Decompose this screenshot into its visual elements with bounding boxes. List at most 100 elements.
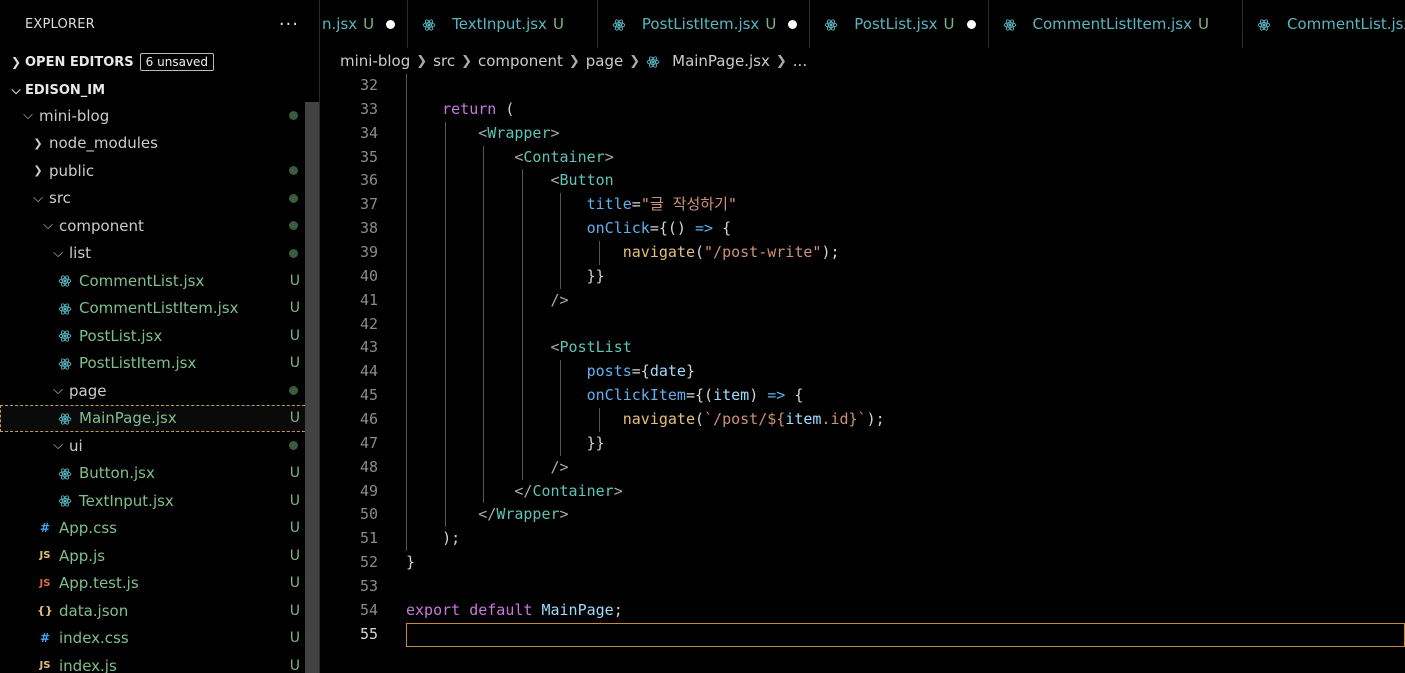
- tree-item-label: PostList.jsx: [79, 326, 163, 345]
- tree-item-label: TextInput.jsx: [79, 491, 174, 510]
- workspace-section[interactable]: ⌵ EDISON_IM: [0, 76, 319, 104]
- code-line[interactable]: return (: [406, 97, 1405, 122]
- code-line[interactable]: <Button: [406, 169, 1405, 194]
- line-number: 50: [359, 505, 378, 524]
- code-line[interactable]: <Container>: [406, 145, 1405, 170]
- code-line[interactable]: posts={date}: [406, 360, 1405, 385]
- chevron-down-icon: ⌵: [53, 438, 63, 454]
- explorer-header: EXPLORER ···: [0, 0, 319, 48]
- more-actions-icon[interactable]: ···: [278, 13, 299, 35]
- react-file-icon: [56, 329, 74, 344]
- line-number: 33: [359, 99, 378, 118]
- indent-guide: [521, 241, 523, 265]
- tree-item-label: Button.jsx: [79, 464, 155, 483]
- untracked-badge: U: [289, 602, 300, 619]
- tree-item-label: App.css: [59, 519, 117, 538]
- indent-guide: [406, 312, 407, 337]
- indent-guide: [521, 288, 523, 313]
- indent-guide: [444, 384, 446, 409]
- code-line[interactable]: [406, 575, 1405, 599]
- indent-guide: [560, 384, 561, 409]
- indent-guide: [406, 408, 407, 432]
- indent-guide: [444, 479, 446, 504]
- breadcrumb-item[interactable]: page: [585, 52, 624, 70]
- indent-guide: [406, 479, 407, 504]
- open-editors-section[interactable]: ❯ OPEN EDITORS 6 unsaved: [0, 48, 319, 76]
- code-line[interactable]: </Container>: [406, 479, 1405, 504]
- tree-item[interactable]: ⌵component: [0, 212, 319, 240]
- code-line[interactable]: />: [406, 288, 1405, 313]
- code-line[interactable]: }}: [406, 431, 1405, 456]
- modified-dot: [289, 111, 298, 121]
- code-line[interactable]: [406, 312, 1405, 337]
- line-number: 53: [359, 577, 378, 596]
- breadcrumb-item[interactable]: component: [477, 52, 563, 70]
- code-line[interactable]: export default MainPage;: [406, 600, 623, 619]
- code-line[interactable]: <Wrapper>: [406, 121, 1405, 146]
- code-area[interactable]: return ( <Wrapper> <Container> <Button t…: [406, 74, 1405, 647]
- tree-item[interactable]: ❯node_modules: [0, 130, 319, 158]
- explorer-title: EXPLORER: [25, 16, 95, 32]
- code-line[interactable]: />: [406, 455, 1405, 480]
- code-line[interactable]: onClickItem={(item) => {: [406, 384, 1405, 409]
- code-line[interactable]: navigate(`/post/${item.id}`);: [406, 408, 1405, 432]
- indent-guide: [483, 193, 484, 218]
- tree-item[interactable]: ⌵ui: [0, 432, 319, 460]
- indent-guide: [560, 360, 561, 385]
- tree-item[interactable]: ❯public: [0, 157, 319, 185]
- unsaved-dot-icon[interactable]: [966, 19, 976, 29]
- code-line[interactable]: </Wrapper>: [406, 503, 1405, 528]
- unsaved-dot-icon[interactable]: [386, 19, 396, 29]
- code-line[interactable]: <PostList: [406, 336, 1405, 361]
- code-line[interactable]: navigate("/post-write");: [406, 241, 1405, 265]
- line-number: 48: [359, 457, 378, 476]
- breadcrumb-item[interactable]: src: [433, 52, 456, 70]
- tree-item[interactable]: ⌵list: [0, 240, 319, 268]
- code-line[interactable]: title="글 작성하기": [406, 193, 1405, 218]
- unsaved-dot-icon[interactable]: [788, 19, 798, 29]
- code-line[interactable]: }}: [406, 264, 1405, 289]
- code-line[interactable]: [406, 74, 1405, 98]
- code-line[interactable]: [406, 622, 1405, 647]
- indent-guide: [483, 288, 484, 313]
- breadcrumb-item[interactable]: mini-blog: [340, 52, 411, 70]
- indent-guide: [444, 264, 446, 289]
- tree-item[interactable]: ⌵mini-blog: [0, 102, 319, 130]
- chevron-down-icon: ⌵: [33, 190, 43, 206]
- js-file-icon: JS: [39, 660, 51, 672]
- code-line[interactable]: }: [406, 553, 416, 572]
- test-file-icon: JS: [39, 577, 51, 589]
- tree-item[interactable]: ⌵page: [0, 377, 319, 405]
- sidebar-scrollbar[interactable]: [305, 102, 319, 673]
- tree-item-label: App.js: [59, 546, 106, 565]
- code-line[interactable]: );: [406, 527, 1405, 552]
- tree-item[interactable]: ⌵src: [0, 185, 319, 213]
- breadcrumb-item[interactable]: MainPage.jsx: [672, 52, 770, 70]
- breadcrumb-item[interactable]: ...: [792, 52, 808, 70]
- untracked-badge: U: [289, 657, 300, 673]
- indent-guide: [406, 217, 407, 242]
- indent-guide: [521, 431, 523, 456]
- untracked-badge: U: [552, 15, 564, 33]
- code-line[interactable]: onClick={() => {: [406, 217, 1405, 242]
